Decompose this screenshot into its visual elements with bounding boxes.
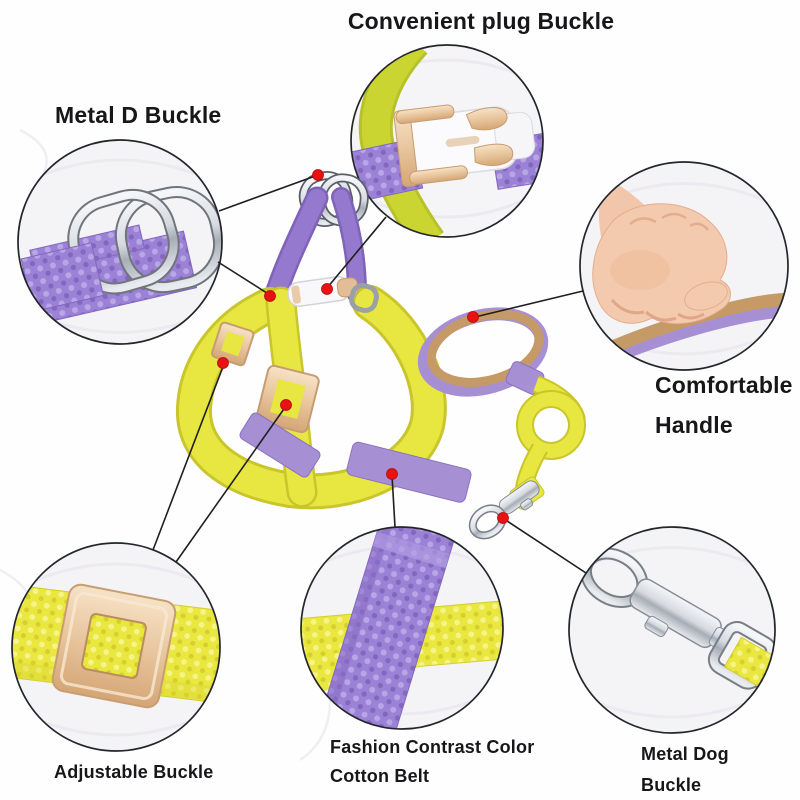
callout-circle-adjustable <box>11 542 221 752</box>
harness-side-ring <box>349 283 379 313</box>
leader-line-belt <box>391 474 396 528</box>
callout-circle-metal-d <box>17 139 223 345</box>
point-markers <box>217 169 509 524</box>
d-ring-back <box>114 186 222 294</box>
label-metal-d-buckle: Metal D Buckle <box>55 102 222 128</box>
plug-buckle-detail <box>393 104 536 187</box>
leader-line-adjust-2 <box>175 405 287 563</box>
leader-line-adjust-1 <box>152 363 225 551</box>
slider-buckle-detail <box>51 583 177 709</box>
label-comfortable-handle-line2: Handle <box>655 412 733 438</box>
harness <box>175 171 472 510</box>
purple-belt <box>319 527 457 729</box>
label-contrast-belt-line1: Fashion Contrast Color <box>330 737 535 757</box>
marker-front-adjuster <box>280 399 292 411</box>
marker-left-strap <box>217 357 229 369</box>
leader-line-hook <box>503 518 587 574</box>
bottom-wrap-right <box>346 441 472 503</box>
label-metal-dog-buckle-line2: Buckle <box>641 775 702 795</box>
callout-circle-plug-buckle <box>350 44 544 238</box>
leader-lines <box>152 174 587 574</box>
marker-handle <box>467 311 479 323</box>
leash-snap-hook <box>468 480 540 540</box>
label-plug-buckle: Convenient plug Buckle <box>347 8 615 34</box>
callout-circle-handle <box>579 161 789 371</box>
leader-line-handle <box>474 290 584 318</box>
label-metal-dog-buckle-line1: Metal Dog <box>641 744 729 764</box>
bottom-wrap-left <box>239 412 321 478</box>
small-adjuster-buckle <box>211 321 255 367</box>
marker-bottom-belt <box>386 468 398 480</box>
label-adjustable-buckle: Adjustable Buckle <box>54 762 214 782</box>
leader-line-dring-2 <box>217 261 271 296</box>
marker-shoulder-junction <box>264 290 276 302</box>
label-comfortable-handle-line1: Comfortable <box>655 372 793 398</box>
front-adjuster-buckle <box>255 364 320 434</box>
leader-line-plug <box>326 216 387 289</box>
callout-circle-belt <box>300 526 504 730</box>
hand <box>592 176 731 324</box>
marker-snap-hook <box>497 512 509 524</box>
leader-line-dring-1 <box>218 174 319 212</box>
label-contrast-belt-line2: Cotton Belt <box>330 766 430 786</box>
marker-plug-buckle <box>321 283 333 295</box>
callout-circle-dog-buckle <box>568 526 776 734</box>
marker-d-ring <box>312 169 324 181</box>
